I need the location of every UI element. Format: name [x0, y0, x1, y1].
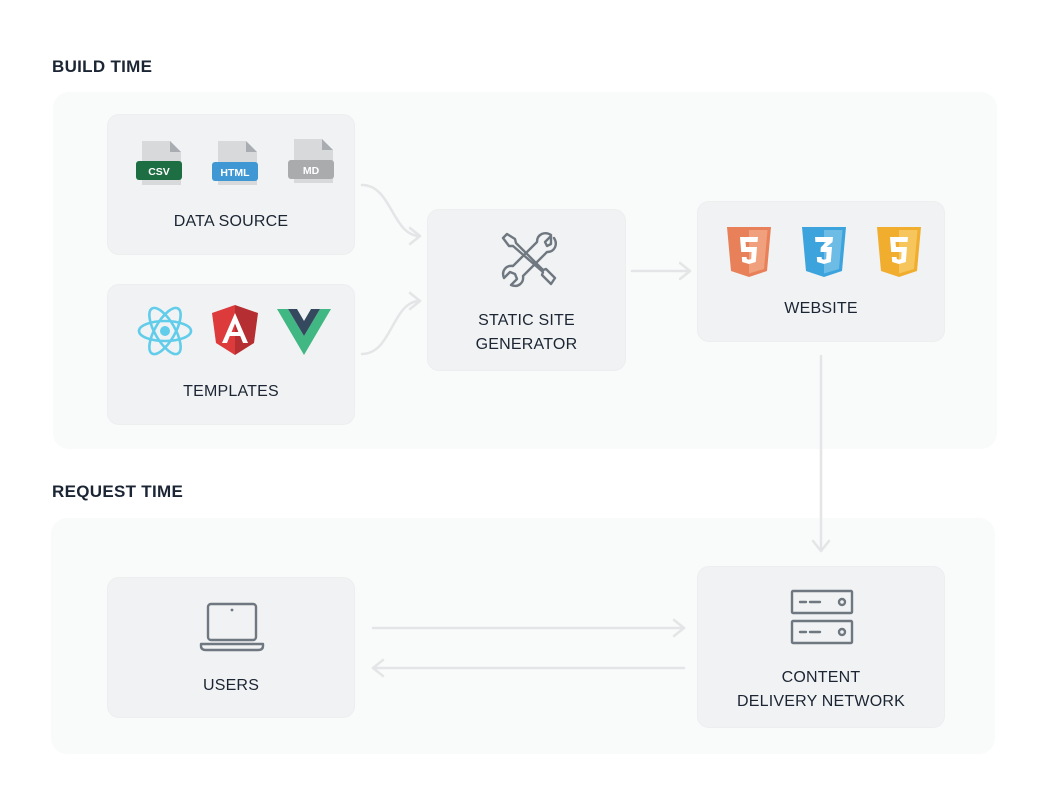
server-icon — [790, 589, 854, 645]
html5-icon — [727, 227, 771, 277]
csv-badge-text: CSV — [148, 166, 170, 178]
static-site-generator-node: STATIC SITE GENERATOR — [427, 209, 626, 371]
data-source-node: CSV HTML MD DATA SOURCE — [107, 114, 355, 255]
md-file-icon: MD — [288, 139, 334, 183]
build-time-heading: BUILD TIME — [52, 57, 153, 76]
laptop-icon — [199, 602, 265, 652]
react-icon — [137, 306, 193, 356]
html-file-icon: HTML — [212, 141, 258, 185]
generator-label-line1: STATIC SITE — [478, 312, 575, 329]
users-label: USERS — [202, 677, 260, 694]
cdn-node: CONTENT DELIVERY NETWORK — [697, 566, 945, 728]
css3-icon — [802, 227, 846, 277]
generator-label-line2: GENERATOR — [475, 336, 578, 353]
md-badge-text: MD — [303, 165, 320, 177]
arrow-data-source-to-generator — [360, 183, 422, 238]
website-node: WEBSITE — [697, 201, 945, 342]
cdn-label-line1: CONTENT — [781, 669, 861, 686]
js-icon — [877, 227, 921, 277]
arrow-templates-to-generator — [360, 299, 422, 356]
html-badge-text: HTML — [220, 167, 250, 179]
cdn-label-line2: DELIVERY NETWORK — [737, 693, 905, 710]
users-node: USERS — [107, 577, 355, 718]
website-label: WEBSITE — [784, 300, 858, 317]
request-time-heading: REQUEST TIME — [52, 482, 184, 501]
angular-icon — [212, 305, 258, 355]
vue-icon — [277, 309, 331, 355]
templates-node: TEMPLATES — [107, 284, 355, 425]
csv-file-icon: CSV — [136, 141, 182, 185]
data-source-label: DATA SOURCE — [173, 213, 289, 230]
templates-label: TEMPLATES — [183, 383, 279, 400]
tools-icon — [501, 232, 557, 288]
